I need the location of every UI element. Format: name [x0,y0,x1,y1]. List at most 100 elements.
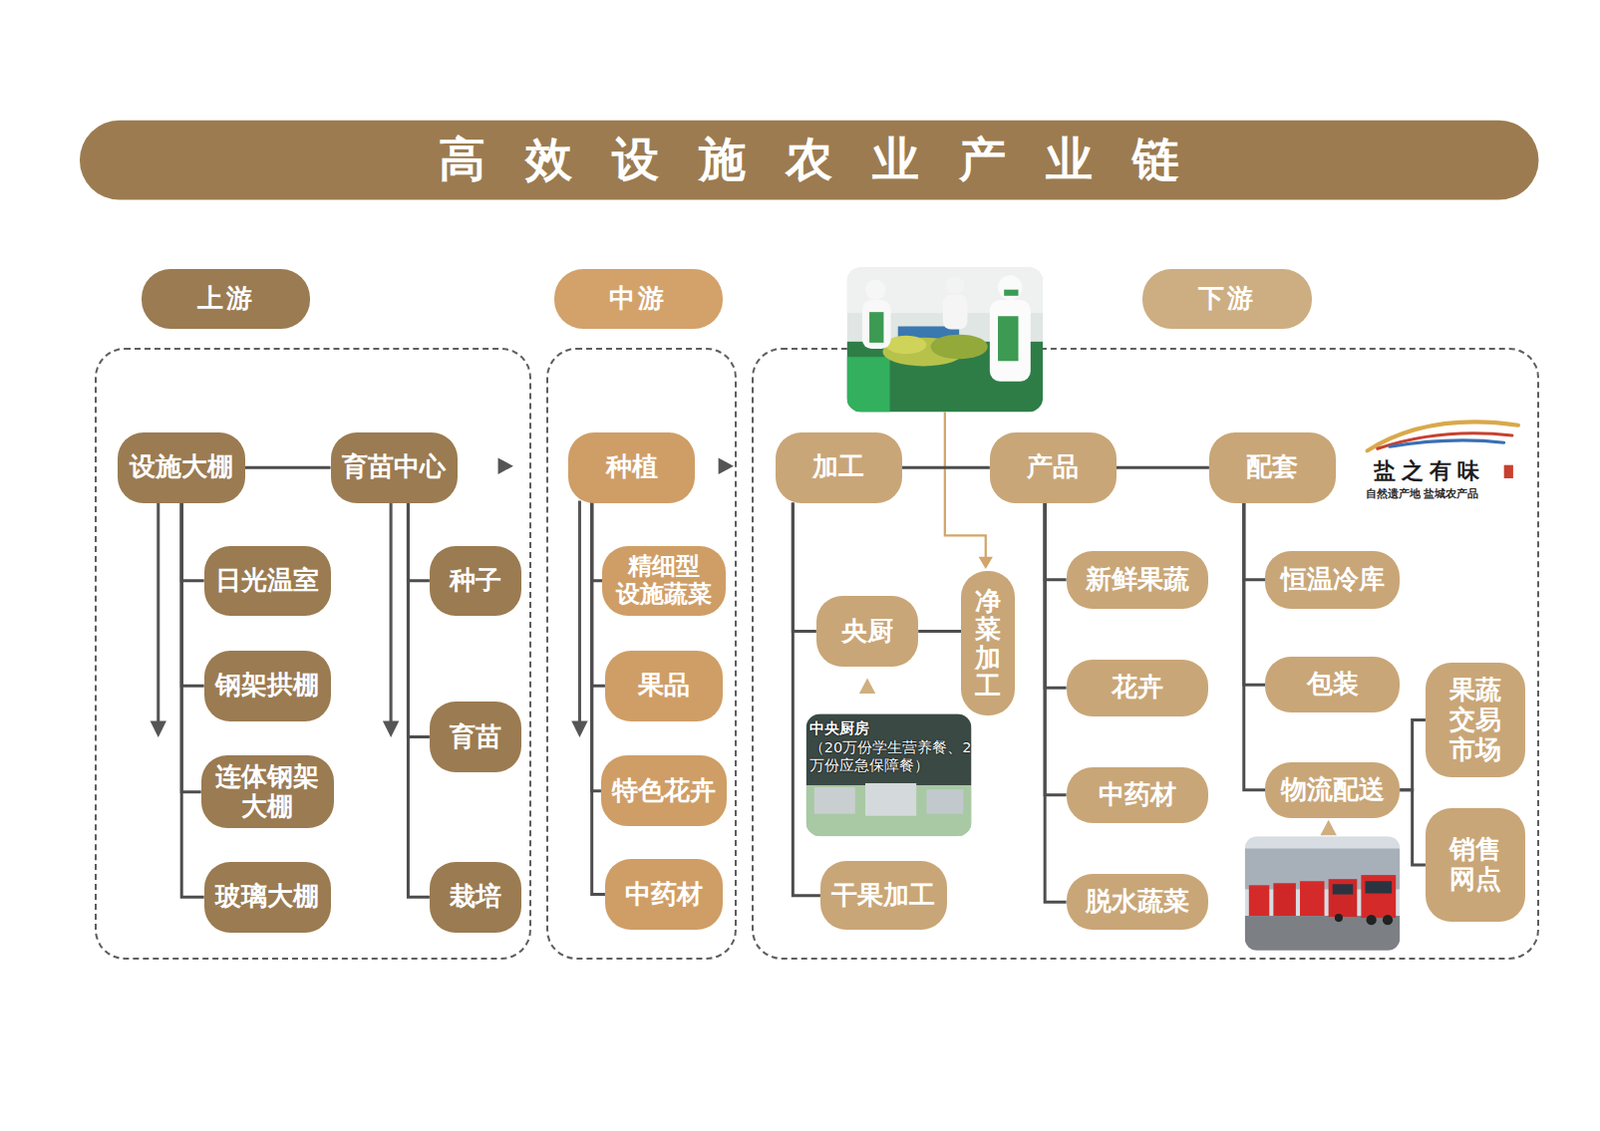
connector [407,503,429,899]
process-box: 产品 [989,432,1117,504]
photo-worker [997,316,1018,361]
photo-truck [1299,881,1325,917]
box-label: 精细型 设施蔬菜 [607,553,721,609]
connector [245,466,331,470]
brand-text: 盐之有味 [1373,457,1507,486]
process-box: 果品 [605,650,723,722]
photo-worker [943,295,968,330]
box-label: 中药材 [1098,780,1177,811]
photo-truck [1360,875,1396,919]
photo-worker [1003,290,1018,297]
process-box: 加工 [775,432,903,504]
box-label: 栽培 [449,882,502,913]
stage-heading: 中游 [554,269,723,328]
logo-swoosh [1377,433,1513,450]
box-label: 设施大棚 [129,452,234,483]
process-box: 央厨 [816,596,919,668]
photo-ground [1245,916,1401,952]
box-label: 恒温冷库 [1280,565,1385,596]
photo-vegetable [931,334,988,360]
connector [1044,503,1066,796]
process-box: 花卉 [1066,659,1209,716]
box-label: 配套 [1246,452,1298,483]
photo-caption: （20万份学生营养餐、2万份应急保障餐） [809,738,973,775]
process-box: 脱水蔬菜 [1066,874,1209,931]
photo-machine [865,783,917,817]
diagram-title: 高效设施农业产业链 [79,120,1540,201]
box-label: 日光温室 [215,566,320,597]
photo-truck [1249,885,1270,917]
connector [902,466,990,470]
brand-text: 自然遗产地 盐城农产品 [1365,487,1520,502]
box-label: 中药材 [625,880,703,911]
stage-region: 中游种植精细型 设施蔬菜果品特色花卉中药材 [546,347,737,960]
process-box: 物流配送 [1265,762,1400,819]
title-band [79,120,1540,201]
connector [1399,790,1426,866]
box-label: 干果加工 [831,881,936,912]
process-box: 中药材 [605,859,723,932]
connector [792,503,816,633]
process-box: 玻璃大棚 [204,862,331,934]
connector [1244,503,1266,686]
process-box: 特色花卉 [601,755,727,827]
box-label: 包装 [1306,669,1359,700]
box-label: 央厨 [841,617,894,647]
photo-machine [926,789,963,815]
pointer-triangle [859,678,876,694]
photo-vegetable [885,335,927,354]
connector [181,503,204,687]
box-label: 销售 网点 [1433,835,1518,896]
kitchen-photo [806,713,972,837]
flow-arrow [389,501,393,725]
connector [1244,503,1266,581]
process-box: 设施大棚 [117,432,246,504]
photo-truck [1334,914,1343,923]
box-label: 净菜加工 [974,587,1001,701]
box-label: 育苗中心 [341,452,446,483]
box-label: 玻璃大棚 [215,882,320,913]
photo-machine [814,787,856,815]
photo-worker [997,275,1023,301]
stage-region: 下游加工产品配套央厨净菜加工新鲜果蔬恒温冷库花卉包装果蔬 交易 市场中药材物流配… [751,347,1539,960]
process-box: 精细型 设施蔬菜 [602,546,726,618]
box-label: 产品 [1026,452,1079,483]
photo-worker [946,276,964,295]
photo-truck [1364,881,1392,894]
photo-worker [869,312,884,343]
logo-swoosh [1389,440,1505,447]
connector [1399,720,1426,791]
stage-heading: 上游 [141,269,311,328]
photo-truck [1273,883,1296,917]
connector [1044,503,1066,904]
process-box: 包装 [1265,656,1400,713]
box-label: 连体钢架 大棚 [209,762,326,823]
process-box: 育苗 [429,701,522,773]
flow-arrow [158,501,581,725]
process-box: 连体钢架 大棚 [201,755,334,829]
process-box: 种子 [429,546,522,618]
connector [407,503,429,582]
arrow-head [571,721,588,738]
box-label: 特色花卉 [612,776,716,807]
photo-truck [1366,915,1377,926]
pointer-triangle [1319,820,1336,836]
photo-bg [806,713,972,837]
process-box: 销售 网点 [1425,808,1526,924]
process-box: 钢架拱棚 [204,650,331,722]
stage-arrow [498,458,514,475]
process-box: 配套 [1209,432,1336,504]
connector [1044,503,1066,581]
photo-leader [945,411,986,559]
box-label: 花卉 [1111,672,1164,703]
process-box: 中药材 [1066,767,1209,824]
photo-bg [847,267,1044,412]
processing-photo [847,267,1044,412]
connector [181,503,202,793]
photo-worker [989,300,1031,382]
logo-seal [1504,465,1514,479]
box-label: 种植 [606,452,658,483]
photo-truck [1332,884,1353,895]
box-label: 种子 [449,566,502,597]
connector [1116,466,1210,470]
